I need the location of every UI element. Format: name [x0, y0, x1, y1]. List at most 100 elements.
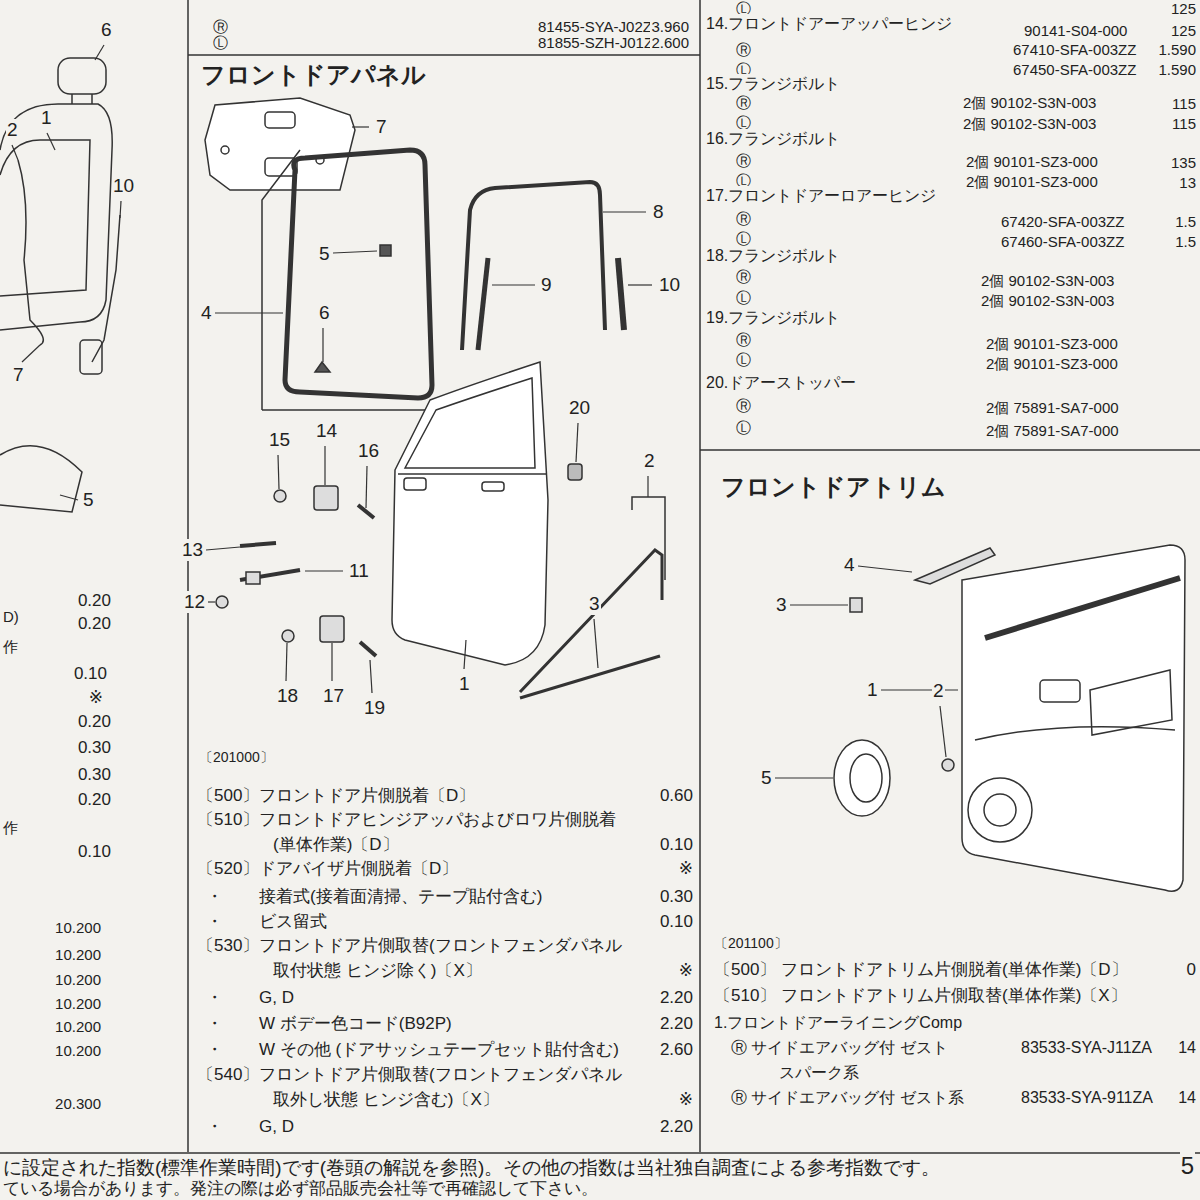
catalog-text: G, D	[258, 1117, 295, 1137]
leader-line	[22, 345, 40, 362]
catalog-text: 作	[2, 819, 19, 837]
catalog-text: 2.20	[659, 1117, 694, 1137]
catalog-text: 16.フランジボルト	[705, 129, 841, 148]
catalog-text: 67460-SFA-003ZZ	[1000, 233, 1125, 251]
leader-line	[278, 455, 279, 489]
door-panel-illustration	[405, 378, 535, 468]
seat-illustration	[0, 104, 112, 330]
page-rule	[0, 1152, 1200, 1154]
door-trim-illustration	[942, 759, 954, 771]
catalog-text: 19.フランジボルト	[705, 308, 841, 327]
seat-illustration	[0, 446, 82, 512]
catalog-text: 0.60	[659, 786, 694, 806]
seat-illustration	[0, 140, 90, 296]
catalog-text: 2個 90102-S3N-003	[962, 115, 1097, 133]
page-rule	[0, 0, 1200, 1153]
leader-line	[352, 126, 369, 127]
catalog-text: Ⓡ	[735, 152, 752, 170]
catalog-text: ・	[205, 1117, 224, 1137]
catalog-text: 10.200	[54, 971, 102, 989]
seat-illustration	[91, 94, 93, 104]
door-panel-illustration	[520, 550, 662, 692]
catalog-text: 83533-SYA-J11ZA	[1020, 1038, 1153, 1057]
catalog-text: ・	[205, 887, 224, 907]
catalog-text: 2個 90102-S3N-003	[962, 94, 1097, 112]
catalog-text: 1.590	[1157, 61, 1197, 79]
catalog-text: W ボデー色コード(B92P)	[258, 1014, 453, 1034]
catalog-text: 135	[1170, 154, 1197, 172]
leader-line	[647, 476, 648, 497]
door-trim-illustration	[850, 754, 882, 802]
door-trim-illustration	[984, 794, 1016, 826]
catalog-text: フロントドア片側取替(フロントフェンダパネル	[258, 936, 623, 956]
leader-line	[858, 566, 912, 572]
catalog-text: Ⓡ	[735, 397, 752, 415]
door-panel-illustration	[398, 473, 546, 475]
catalog-text: 2個 90101-SZ3-000	[965, 153, 1099, 171]
catalog-text: 〔201000〕	[198, 749, 275, 766]
catalog-text: Ⓛ	[735, 419, 752, 437]
leader-line	[206, 547, 240, 550]
catalog-text: 〔540〕	[196, 1065, 260, 1085]
catalog-text: 125	[1170, 0, 1197, 18]
callout-number: 3	[775, 594, 788, 617]
door-panel-illustration	[314, 486, 338, 510]
door-panel-illustration	[221, 146, 229, 154]
callout-number: 17	[322, 685, 345, 708]
callout-number: 11	[348, 560, 370, 583]
leader-line	[215, 312, 283, 313]
callout-number: 14	[315, 420, 338, 443]
catalog-text: 13	[1178, 174, 1197, 192]
catalog-text: 83533-SYA-911ZA	[1020, 1088, 1154, 1107]
catalog-text: (単体作業)〔D〕	[272, 835, 400, 855]
page-rule	[700, 449, 1200, 451]
leader-line	[120, 201, 121, 218]
catalog-text: 2個 90102-S3N-003	[980, 272, 1115, 290]
leader-line	[940, 706, 946, 757]
catalog-text: 取付状態 ヒンジ除く)〔X〕	[272, 961, 483, 981]
catalog-text: 0.30	[77, 738, 112, 758]
door-trim-illustration	[1040, 680, 1080, 702]
catalog-text: 2.600	[650, 34, 690, 52]
catalog-text: 1.フロントドアーライニングComp	[713, 1013, 963, 1032]
callout-number: 6	[100, 19, 113, 42]
callout-number: 1	[458, 673, 471, 696]
catalog-text: Ⓡ	[735, 268, 752, 286]
catalog-text: Ⓡ	[735, 331, 752, 349]
catalog-text: 10.200	[54, 946, 102, 964]
catalog-text: Ⓛ	[212, 34, 229, 52]
leader-line	[286, 643, 287, 681]
leader-line	[603, 211, 646, 212]
callout-number: 4	[200, 302, 213, 325]
catalog-text: 0.30	[659, 887, 694, 907]
catalog-text: 〔500〕	[713, 960, 777, 980]
callout-number: 7	[12, 364, 25, 387]
callout-number: 12	[183, 591, 206, 614]
door-panel-illustration	[520, 656, 660, 698]
door-panel-illustration	[462, 182, 605, 350]
door-panel-illustration	[274, 490, 286, 502]
callout-number: 15	[268, 429, 291, 452]
catalog-text: 1.590	[1157, 41, 1197, 59]
door-trim-illustration	[985, 578, 1180, 638]
leader-line	[492, 284, 535, 285]
door-panel-illustration	[618, 258, 624, 330]
catalog-text: ドアバイザ片側脱着〔D〕	[258, 859, 459, 879]
callout-number: 16	[357, 440, 380, 463]
catalog-text: 0.10	[73, 664, 108, 684]
leader-line	[95, 45, 104, 60]
door-trim-illustration	[975, 727, 1175, 740]
catalog-text: 0.10	[659, 912, 694, 932]
catalog-text: ※	[678, 1090, 694, 1110]
catalog-text: ※	[88, 688, 104, 708]
catalog-text: 0	[1186, 960, 1197, 980]
catalog-text: 14.フロントドアーアッパーヒンジ	[705, 14, 953, 33]
catalog-text: ※	[678, 961, 694, 981]
catalog-text: 1.5	[1174, 213, 1197, 231]
catalog-text: 17.フロントドアーロアーヒンジ	[705, 186, 937, 205]
leader-line	[333, 251, 377, 253]
catalog-text: 18.フランジボルト	[705, 246, 841, 265]
catalog-text: 14	[1177, 1088, 1197, 1107]
leader-line	[12, 45, 121, 500]
catalog-text: D)	[2, 608, 20, 626]
